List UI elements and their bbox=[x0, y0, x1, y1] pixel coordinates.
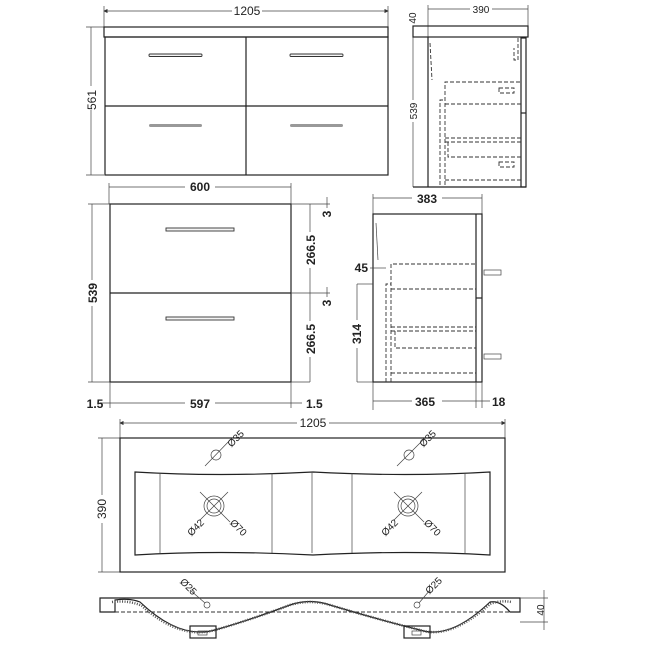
side-view: 390 40 539 bbox=[407, 3, 529, 188]
drawer-handle bbox=[289, 53, 344, 57]
offset-45-label: 45 bbox=[355, 261, 369, 275]
drawer-width-label: 600 bbox=[190, 180, 210, 194]
tap-hole-left-label: Ø35 bbox=[226, 428, 247, 449]
carcass-depth-label: 365 bbox=[415, 395, 435, 409]
basin-width-label: 1205 bbox=[300, 416, 327, 430]
drawer-handle bbox=[148, 53, 203, 57]
basin-plan-view: 1205 390 Ø35 Ø35 Ø42 Ø70 Ø42 Ø70 bbox=[95, 416, 506, 573]
waste-left bbox=[199, 491, 231, 523]
waste-inner-right-label: Ø42 bbox=[380, 517, 401, 538]
drawer-depth-label: 383 bbox=[417, 192, 437, 206]
drawer-height-label: 539 bbox=[86, 283, 100, 303]
drawer-handle bbox=[165, 316, 235, 321]
left-offset-label: 1.5 bbox=[87, 397, 104, 411]
right-offset-label: 1.5 bbox=[306, 397, 323, 411]
waste-outlet-left bbox=[189, 625, 217, 639]
countertop bbox=[103, 26, 389, 38]
waste-outer-right-label: Ø70 bbox=[421, 518, 442, 539]
drawer-handle bbox=[165, 227, 235, 232]
lower-height-label: 314 bbox=[350, 324, 364, 344]
basin-outline bbox=[119, 437, 506, 573]
front-height-label: 561 bbox=[85, 90, 99, 110]
front-view: 1205 561 bbox=[84, 4, 389, 176]
drawer-top-height-label: 266.5 bbox=[304, 235, 318, 265]
front-width-label: 1205 bbox=[234, 4, 261, 18]
side-height-label: 539 bbox=[409, 102, 420, 119]
side-depth-label: 390 bbox=[473, 5, 490, 16]
tap-hole-left bbox=[210, 449, 222, 461]
top-thickness-label: 40 bbox=[408, 12, 419, 24]
waste-outer-left-label: Ø70 bbox=[227, 518, 248, 539]
basin-section-view: Ø25 Ø25 40 bbox=[99, 575, 548, 639]
waste-right bbox=[393, 491, 425, 523]
drawer-front-view: 600 539 3 3 266.5 266.5 1.5 597 1.5 bbox=[86, 179, 334, 411]
front-thickness-label: 18 bbox=[492, 395, 506, 409]
gap-middle-label: 3 bbox=[320, 299, 334, 306]
overflow-left bbox=[203, 601, 211, 609]
section-thickness-label: 40 bbox=[536, 604, 547, 616]
inner-width-label: 597 bbox=[190, 397, 210, 411]
drawer-side-view: 383 45 314 365 18 bbox=[350, 191, 506, 410]
drawer-handle bbox=[290, 124, 343, 127]
waste-inner-left-label: Ø42 bbox=[186, 517, 207, 538]
overflow-right bbox=[413, 601, 421, 609]
gap-top-label: 3 bbox=[320, 210, 334, 217]
tap-hole-right bbox=[403, 449, 415, 461]
overflow-right-label: Ø25 bbox=[424, 575, 445, 596]
basin-depth-label: 390 bbox=[95, 499, 109, 519]
basin-bowls bbox=[134, 471, 491, 556]
drawer-handle bbox=[149, 124, 202, 127]
waste-outlet-right bbox=[403, 625, 431, 639]
drawer-bottom-height-label: 266.5 bbox=[304, 324, 318, 354]
tap-hole-right-label: Ø35 bbox=[418, 428, 439, 449]
